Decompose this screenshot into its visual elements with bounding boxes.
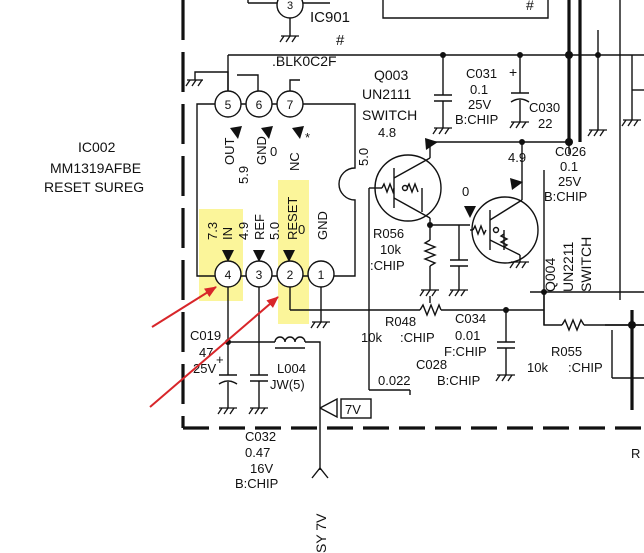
r048-value: 10k: [361, 330, 382, 345]
pin2-number: 2: [287, 268, 294, 282]
q004-voltage-top: 4.9: [508, 150, 526, 165]
c019-ref: C019: [190, 328, 221, 343]
ic002-pin-5: [214, 90, 242, 118]
c028-value: 0.022: [378, 373, 411, 388]
pin3-number: 3: [256, 268, 263, 282]
pin2-voltage: 0: [298, 222, 305, 237]
c026-ref: C026: [555, 144, 586, 159]
r055-value: 10k: [527, 360, 548, 375]
q003-func: SWITCH: [362, 107, 417, 123]
q003-voltage-top: 4.8: [378, 125, 396, 140]
svg-text:+: +: [509, 64, 517, 80]
ic901-part: .BLK0C2F: [272, 53, 337, 69]
pin5-voltage: 5.9: [236, 166, 251, 184]
rail-label: SY 7V: [313, 513, 329, 553]
pin4-voltage: 7.3: [205, 222, 220, 240]
ic002-part: MM1319AFBE: [50, 160, 141, 176]
l004-ref: L004: [277, 361, 306, 376]
ic002-ref: IC002: [78, 139, 116, 155]
pin3-voltage: 5.0: [267, 222, 282, 240]
ic901-hash: #: [336, 32, 345, 49]
c032-value: 0.47: [245, 445, 270, 460]
q003-ref: Q003: [374, 67, 408, 83]
pin7-name: NC: [287, 152, 302, 171]
ic901-label: IC901: [310, 9, 350, 26]
pin5-number: 5: [225, 98, 232, 112]
top-hash-mark: #: [526, 0, 534, 13]
red-arrow-pin2: [149, 296, 279, 408]
c028-type: B:CHIP: [437, 373, 480, 388]
ic002-desc: RESET SUREG: [44, 179, 144, 195]
r056-ref: R056: [373, 226, 404, 241]
r048-ref: R048: [385, 314, 416, 329]
ic002-pin-7: [276, 90, 304, 118]
c031-ref: C031: [466, 66, 497, 81]
red-arrow-pin4: [151, 286, 217, 328]
ic901-block: 3 IC901 # .BLK0C2F: [247, 0, 350, 69]
q004-voltage-left: 0: [462, 184, 469, 199]
pin6-voltage: 0: [270, 144, 277, 159]
c019-voltage: 25V: [193, 361, 216, 376]
r055-type: :CHIP: [568, 360, 603, 375]
c030-value: 22: [538, 116, 552, 131]
c034-value: 0.01: [455, 328, 480, 343]
pin3-name: REF: [252, 214, 267, 240]
pin5-name: OUT: [222, 138, 237, 166]
c031-value: 0.1: [470, 82, 488, 97]
r056-value: 10k: [380, 242, 401, 257]
r048-type: :CHIP: [400, 330, 435, 345]
q004-part: UN2211: [560, 241, 576, 292]
r055-ref: R055: [551, 344, 582, 359]
c028-ref: C028: [416, 357, 447, 372]
c034-ref: C034: [455, 311, 486, 326]
c032-ref: C032: [245, 429, 276, 444]
q004-ref: Q004: [542, 258, 558, 292]
pin6-number: 6: [256, 98, 263, 112]
c026-type: B:CHIP: [544, 189, 587, 204]
ic002-body: [196, 103, 356, 277]
ic002-pin-6: [245, 90, 273, 118]
pin2-name: RESET: [285, 197, 300, 240]
c030-ref: C030: [529, 100, 560, 115]
q003-part: UN2111: [362, 86, 412, 102]
pin4-voltage-2: 4.9: [236, 222, 251, 240]
c026-voltage: 25V: [558, 174, 581, 189]
pin7-mark: *: [305, 130, 310, 145]
svg-text:+: +: [216, 352, 224, 367]
pin6-name: GND: [254, 136, 269, 165]
pin7-number: 7: [287, 98, 294, 112]
pin4-name: IN: [220, 227, 235, 240]
pin1-number: 1: [318, 268, 325, 282]
ic901-pin3-number: 3: [287, 0, 293, 12]
flag-7v: 7V: [345, 402, 361, 417]
edge-r-label: R: [631, 446, 640, 461]
pin1-name: GND: [315, 211, 330, 240]
pin4-number: 4: [225, 268, 232, 282]
c026-value: 0.1: [560, 159, 578, 174]
q004-func: SWITCH: [578, 237, 594, 292]
c032-voltage: 16V: [250, 461, 273, 476]
r056-type: :CHIP: [370, 258, 405, 273]
q003-voltage-left: 5.0: [356, 148, 371, 166]
c032-type: B:CHIP: [235, 476, 278, 491]
c031-type: B:CHIP: [455, 112, 498, 127]
c031-voltage: 25V: [468, 97, 491, 112]
c034-type: F:CHIP: [444, 344, 487, 359]
l004-part: JW(5): [270, 377, 305, 392]
